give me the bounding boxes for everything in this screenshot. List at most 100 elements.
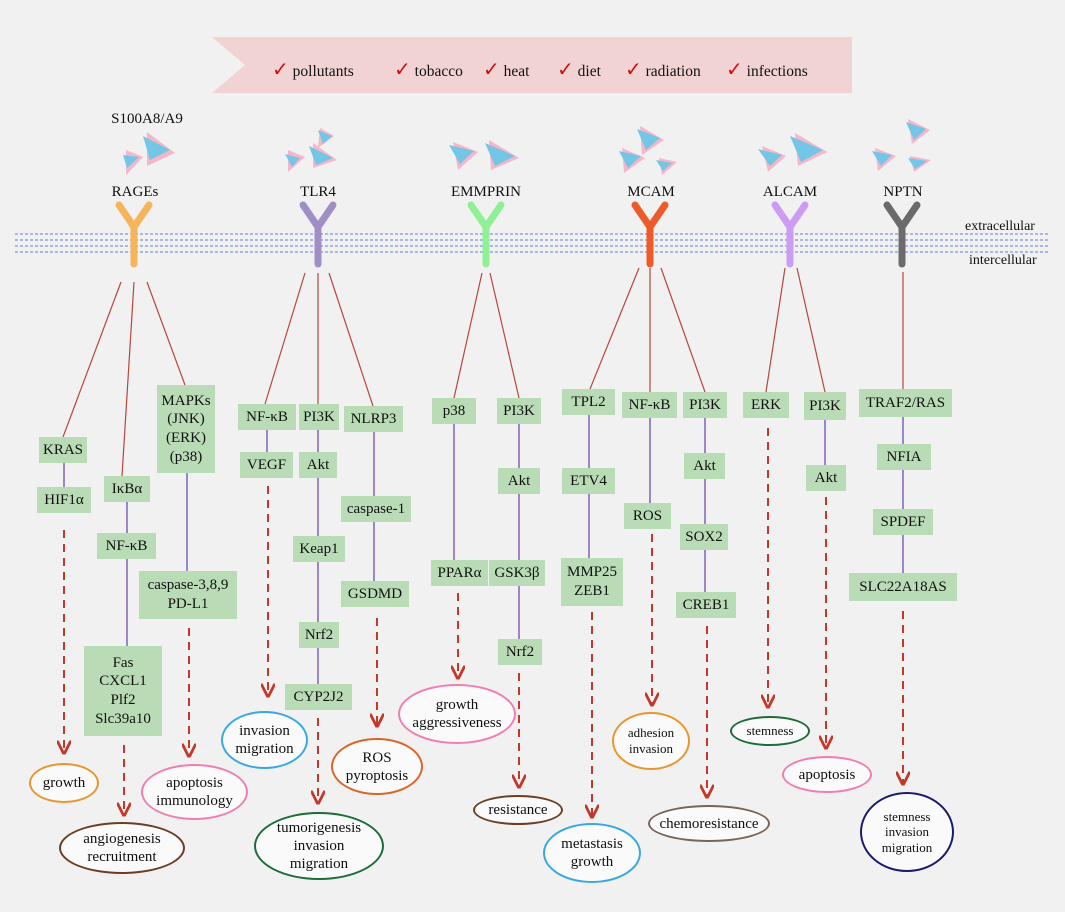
node-akt-emmprin: Akt [498, 468, 540, 494]
node-nfia: NFIA [877, 444, 931, 470]
node-plf2: Plf2 [110, 692, 136, 708]
outcome-ros-text: ROS [362, 749, 392, 766]
factor-diet: ✓ diet [557, 59, 601, 81]
outcome-chemoresistance: chemoresistance [648, 805, 770, 842]
receptor-alcam-shape [771, 201, 809, 268]
node-tpl2: TPL2 [562, 389, 615, 415]
outcome-apoptosis: apoptosis [782, 756, 872, 793]
node-mmp25-group: MMP25 ZEB1 [561, 558, 623, 606]
outcome-growth-text: growth [42, 775, 86, 791]
receptor-link-8 [589, 267, 640, 390]
receptor-nptn-shape [883, 201, 921, 268]
node-caspase389-label: caspase-3,8,9 [147, 577, 229, 594]
node-spdef: SPDEF [873, 509, 933, 535]
node-cyp2j2: CYP2J2 [285, 684, 352, 710]
receptor-label-rages: RAGEs [111, 183, 159, 200]
outcome-stemness-text-2: stemness [883, 808, 931, 824]
ligand-cluster-rages [123, 132, 175, 175]
outcome-arrows [64, 428, 903, 817]
node-fas-group: Fas CXCL1 Plf2 Slc39a10 [84, 646, 162, 736]
outcome-invasion-text-3: invasion [628, 741, 674, 756]
outcome-chemoresistance-text: chemoresistance [659, 815, 759, 832]
node-zeb1: ZEB1 [574, 583, 610, 599]
node-erk-paren: (ERK) [166, 430, 206, 446]
receptor-link-10 [660, 267, 706, 393]
outcome-stemness-text: stemness [746, 723, 794, 739]
outcome-metastasis-text: metastasis [561, 836, 623, 852]
ligand-cluster-alcam [758, 133, 827, 172]
node-fas: Fas [112, 654, 134, 671]
outcome-resistance-text: resistance [488, 802, 548, 818]
node-gsk3b: GSK3β [489, 560, 545, 586]
receptor-link-6 [453, 272, 483, 399]
factor-pollutants: ✓ pollutants [272, 59, 354, 81]
receptor-link-7 [489, 272, 520, 399]
node-mmp25: MMP25 [566, 564, 618, 581]
ligand-cluster-mcam [619, 126, 677, 175]
outcome-migration-text-2: migration [289, 856, 349, 872]
node-nfkb-mcam: NF-κB [622, 392, 677, 418]
outcome-invasion-migration: invasion migration [221, 711, 308, 769]
outcome-ros-pyroptosis: ROS pyroptosis [331, 738, 423, 795]
node-nrf2-emmprin: Nrf2 [498, 639, 542, 665]
factor-infections: ✓ infections [726, 59, 808, 81]
factor-tobacco: ✓ tobacco [394, 59, 463, 81]
receptor-label-alcam: ALCAM [762, 183, 818, 200]
outcome-invasion-text-1: invasion [239, 723, 290, 739]
node-slc39a10: Slc39a10 [95, 710, 151, 727]
cell-membrane [15, 233, 1050, 253]
outcome-angiogenesis-text: angiogenesis [83, 831, 161, 847]
receptor-label-emmprin: EMMPRIN [450, 183, 522, 200]
node-etv4: ETV4 [562, 468, 615, 494]
receptor-label-nptn: NPTN [883, 183, 923, 200]
node-vegf: VEGF [240, 452, 293, 478]
outcome-migration-text-3: migration [881, 839, 933, 855]
receptor-mcam-shape [631, 201, 669, 268]
node-erk: ERK [743, 392, 789, 418]
outcome-apoptosis-text-1: apoptosis [166, 775, 223, 791]
node-ros-mcam: ROS [624, 503, 671, 529]
node-mapks: MAPKs (JNK) (ERK) (p38) [157, 385, 215, 473]
node-creb1: CREB1 [676, 592, 736, 618]
node-hif1a: HIF1α [37, 487, 91, 513]
node-mapks-label: MAPKs [161, 392, 211, 409]
node-jnk: (JNK) [167, 411, 205, 428]
receptor-emmprin-shape [467, 201, 505, 268]
node-traf2-ras: TRAF2/RAS [859, 389, 952, 417]
outcome-invasion-text-4: invasion [884, 824, 930, 840]
outcome-apoptosis-immunology: apoptosis immunology [141, 764, 248, 820]
receptor-tlr4-shape [299, 201, 337, 268]
ligand-cluster-nptn [872, 119, 931, 172]
node-pi3k-tlr4: PI3K [299, 404, 339, 430]
receptor-rages-shape [115, 201, 153, 268]
outcome-aggressiveness-text: aggressiveness [412, 715, 502, 731]
outcome-stemness: stemness [730, 716, 810, 746]
outcome-tumorigenesis-text: tumorigenesis [276, 820, 362, 836]
node-akt-alcam: Akt [806, 465, 846, 491]
node-pi3k-emmprin: PI3K [497, 398, 541, 424]
node-ppara: PPARα [431, 560, 488, 586]
node-ikba: IκBα [104, 476, 150, 502]
outcome-angiogenesis-recruitment: angiogenesis recruitment [59, 822, 185, 874]
ligand-cluster-emmprin [449, 140, 519, 170]
factor-heat: ✓ heat [483, 59, 530, 81]
intercellular-label: intercellular [969, 253, 1037, 268]
outcome-adhesion-text: adhesion [627, 725, 675, 741]
outcome-growth-text-3: growth [570, 854, 614, 870]
node-p38-paren: (p38) [169, 448, 203, 465]
receptor-link-11 [765, 267, 786, 393]
outcome-apoptosis-text-2: apoptosis [798, 766, 856, 783]
outcome-growth-aggressiveness: growth aggressiveness [398, 684, 516, 744]
receptor-links [62, 267, 904, 477]
node-pi3k-alcam: PI3K [804, 392, 846, 420]
outcome-migration-text-1: migration [235, 741, 294, 757]
node-nfkb-tlr4: NF-κB [238, 404, 296, 430]
node-caspase389: caspase-3,8,9 PD-L1 [139, 571, 237, 619]
chain-links [63, 415, 904, 684]
node-kras: KRAS [39, 437, 87, 463]
outcome-growth: growth [29, 763, 99, 803]
node-keap1: Keap1 [293, 536, 345, 562]
node-pi3k-mcam: PI3K [683, 392, 727, 418]
